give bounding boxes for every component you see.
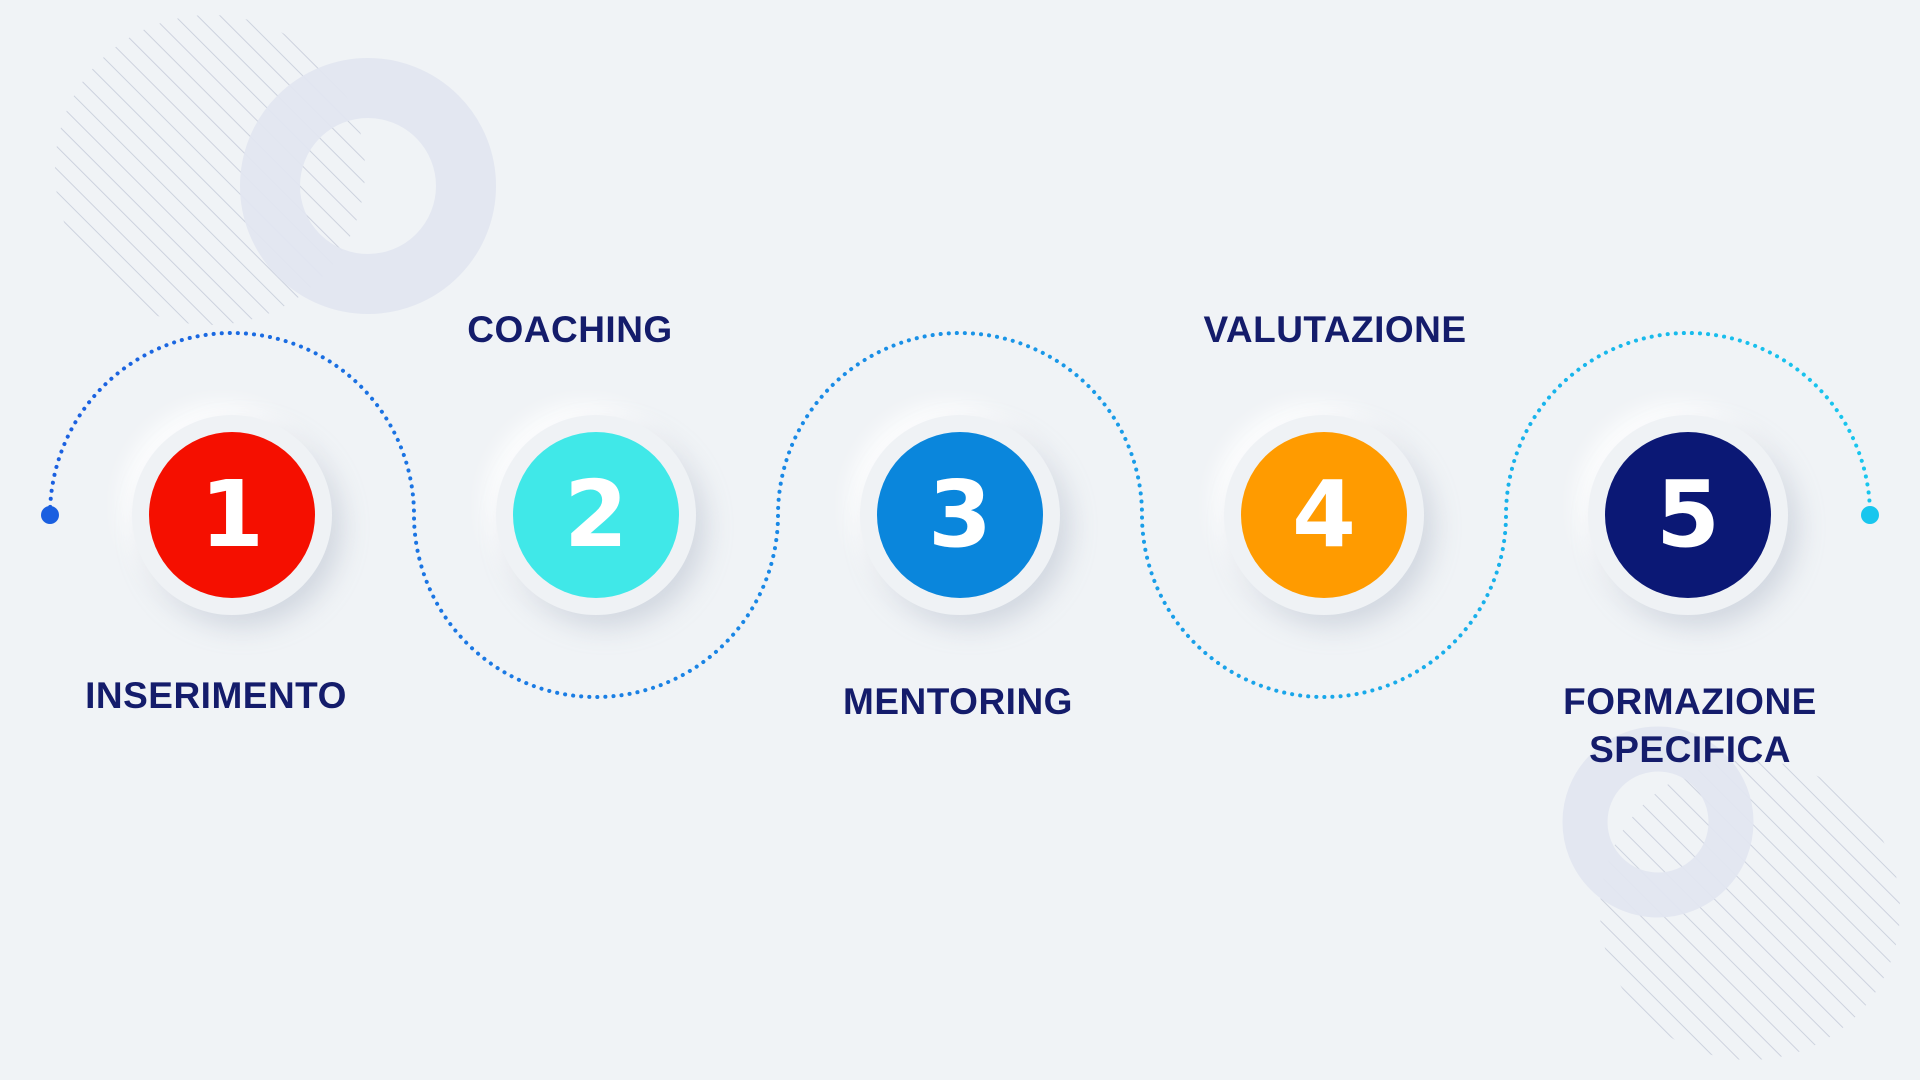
- step-5-label-line-2: SPECIFICA: [1589, 729, 1791, 770]
- step-4: 4: [1224, 415, 1424, 615]
- connector-path: [48, 331, 1872, 699]
- step-5: 5: [1588, 415, 1788, 615]
- step-5-label-line-1: FORMAZIONE: [1563, 681, 1817, 722]
- decoration-bottom-right: [1562, 726, 1900, 1060]
- step-2-label: COACHING: [467, 309, 673, 350]
- step-5-label: FORMAZIONE SPECIFICA: [1530, 678, 1850, 774]
- step-2: 2: [496, 415, 696, 615]
- step-2-badge: 2: [513, 432, 679, 598]
- step-4-number: 4: [1291, 461, 1356, 568]
- step-5-badge: 5: [1605, 432, 1771, 598]
- step-5-number: 5: [1655, 461, 1720, 568]
- step-3-label: MENTORING: [843, 681, 1073, 722]
- step-2-number: 2: [563, 461, 628, 568]
- step-1-badge: 1: [149, 432, 315, 598]
- connector-start-dot: [41, 506, 59, 524]
- connector-end-dot: [1861, 506, 1879, 524]
- step-3-number: 3: [927, 461, 992, 568]
- decoration-top-left: [55, 15, 496, 325]
- step-3-badge: 3: [877, 432, 1043, 598]
- step-4-label: VALUTAZIONE: [1203, 309, 1467, 350]
- step-1-label: INSERIMENTO: [85, 675, 347, 716]
- step-3: 3: [860, 415, 1060, 615]
- step-4-badge: 4: [1241, 432, 1407, 598]
- step-1: 1: [132, 415, 332, 615]
- step-1-number: 1: [199, 461, 264, 568]
